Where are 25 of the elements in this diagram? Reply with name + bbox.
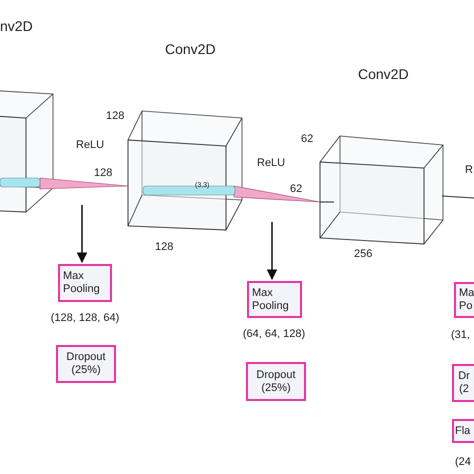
layer-box: Dr (2 [452,364,474,402]
layer-box: Dropout (25%) [56,345,116,383]
activation-label: ReLU [76,139,104,152]
dimension-label: 128 [106,110,124,123]
layer-box: Dropout (25%) [246,362,306,401]
layer-box: Fla [452,419,474,443]
shape-label: (64, 64, 128) [242,328,306,341]
dimension-label: 256 [354,248,372,261]
shape-label: (31, [451,329,470,342]
layer-box: Max Pooling [58,264,112,302]
layer-title: nv2D [0,20,33,33]
dimension-label: 62 [290,183,302,196]
activation-label: ReLU [257,157,286,170]
dimension-label: 128 [155,241,174,254]
dimension-label: 62 [301,133,314,146]
activation-label: R [465,164,473,177]
dimension-label: 128 [94,167,112,180]
layer-title: Conv2D [358,68,409,81]
arrow [76,205,88,264]
arrow [266,222,278,280]
shape-label: (128, 128, 64) [50,312,120,325]
shape-label: (24 [455,456,471,469]
layer-box: Ma Po [454,282,474,318]
layer-title: Conv2D [165,43,216,56]
layer-box: Max Pooling [247,281,302,318]
